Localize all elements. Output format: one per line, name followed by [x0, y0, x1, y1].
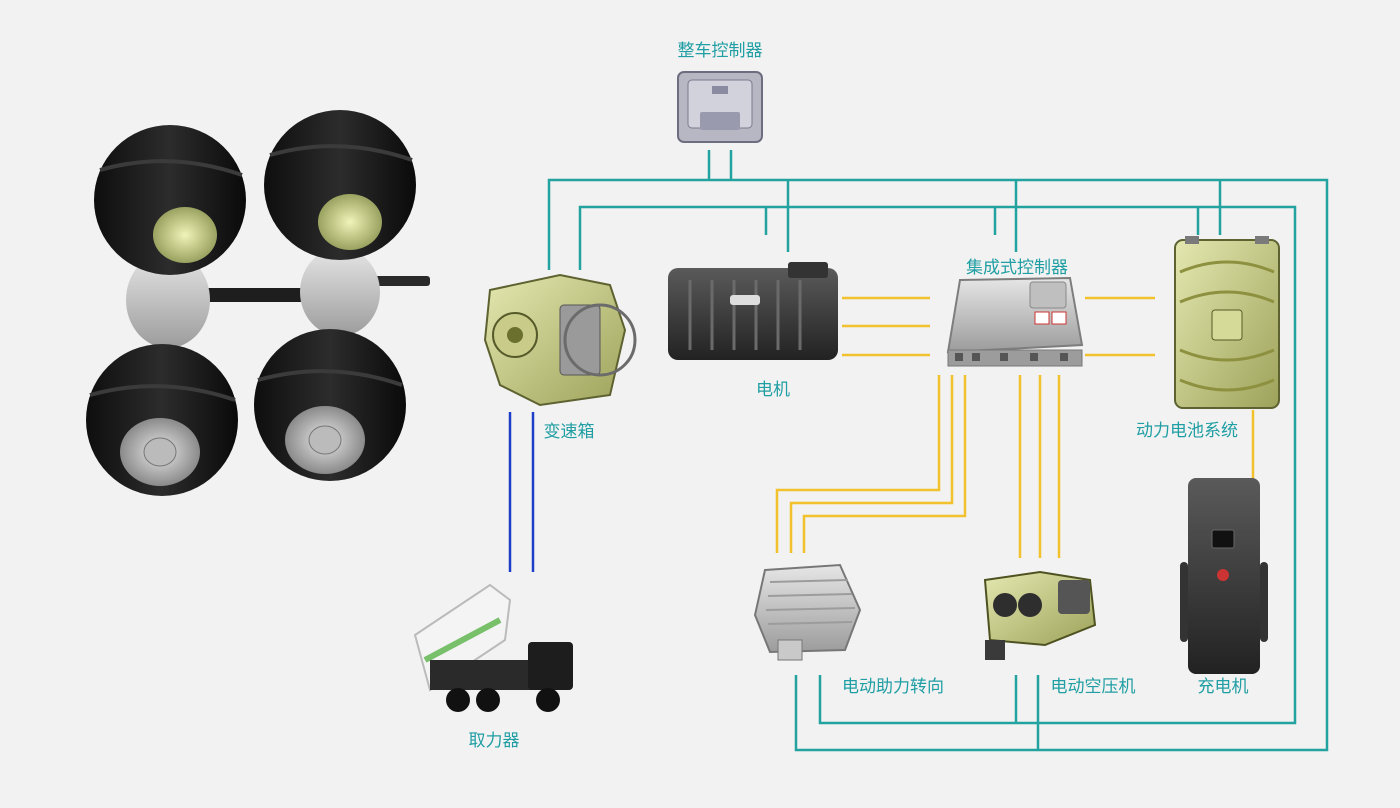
- steering-image: [753, 563, 862, 661]
- label-pto: 取力器: [468, 731, 520, 751]
- label-battery: 动力电池系统: [1136, 421, 1238, 441]
- pto-truck-image: [413, 583, 573, 712]
- gearbox-image: [483, 273, 637, 407]
- label-integrated-controller: 集成式控制器: [966, 258, 1068, 278]
- power-lines: [775, 296, 1255, 560]
- charger-image: [1180, 478, 1268, 674]
- integrated-controller-image: [946, 276, 1084, 367]
- label-charger: 充电机: [1197, 677, 1249, 697]
- label-motor: 电机: [756, 380, 790, 400]
- motor-image: [668, 262, 838, 360]
- battery-image: [1174, 236, 1280, 409]
- mechanical-lines: [508, 412, 535, 572]
- label-vcu: 整车控制器: [677, 41, 763, 61]
- vcu-image: [677, 71, 763, 143]
- drive-axle-image: [86, 110, 430, 496]
- label-gearbox: 变速箱: [543, 422, 595, 442]
- air-compressor-image: [983, 570, 1097, 660]
- can-bus-lines: [547, 150, 1329, 752]
- label-steering: 电动助力转向: [842, 677, 944, 697]
- label-air-compressor: 电动空压机: [1050, 677, 1136, 697]
